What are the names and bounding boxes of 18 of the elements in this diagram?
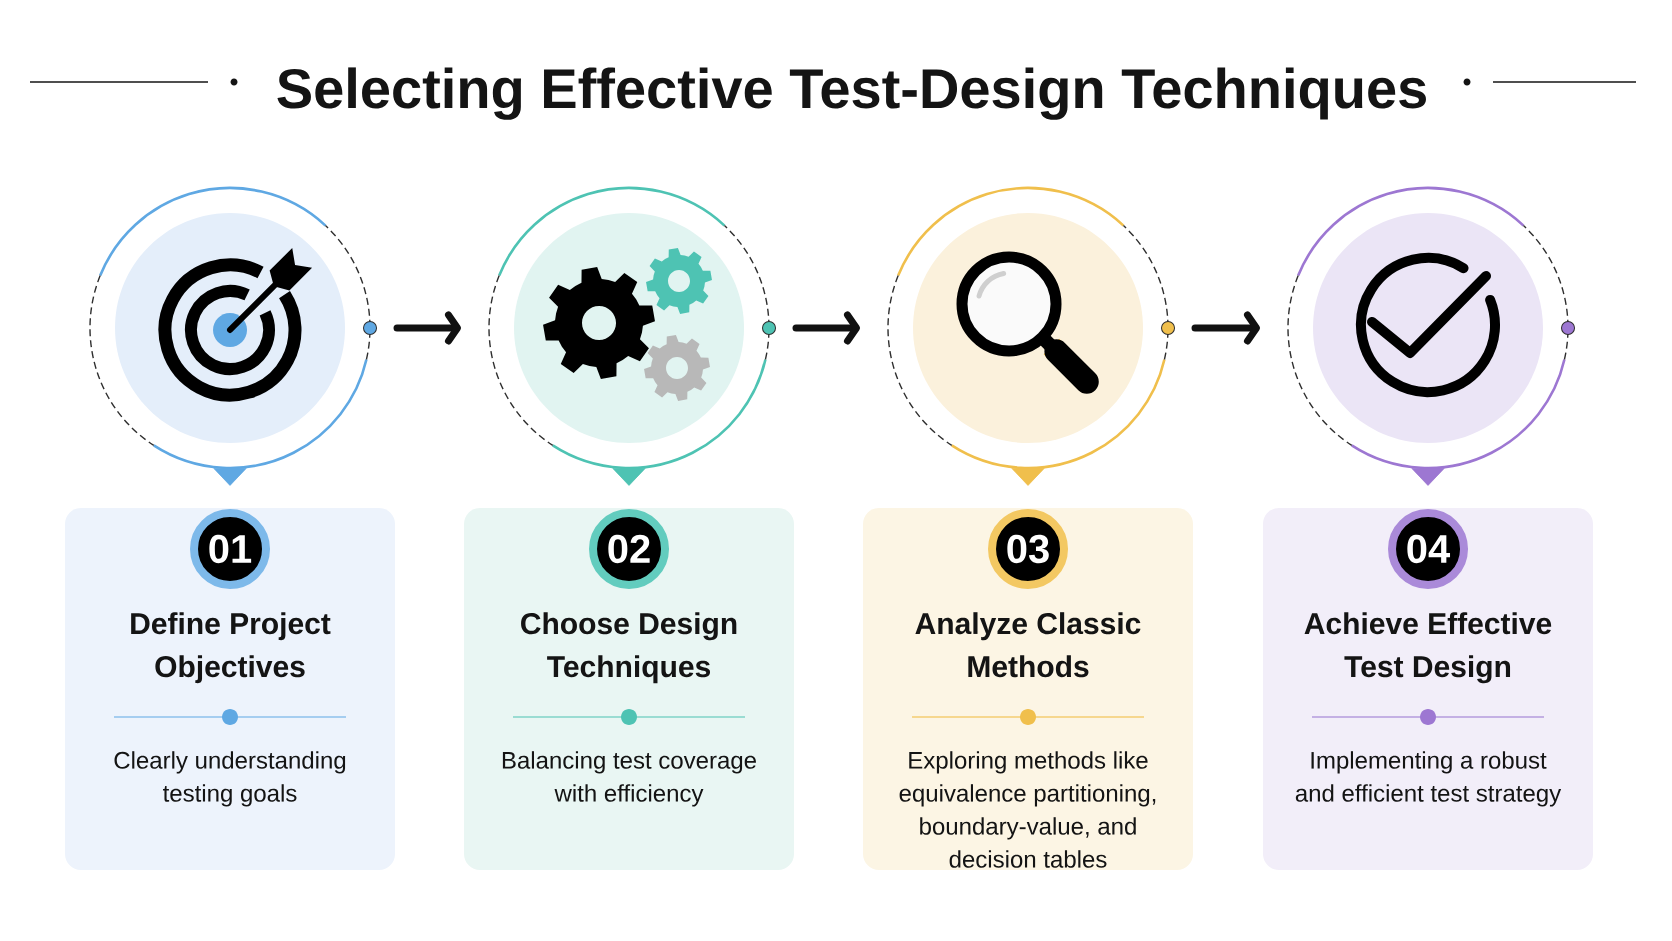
pointer-triangle (1411, 467, 1445, 486)
card-heading: Choose Design Techniques (521, 612, 737, 684)
title: Selecting Effective Test-Design Techniques (277, 67, 1426, 120)
card-text: Clearly understanding testing goals (114, 751, 346, 807)
arrow (792, 311, 860, 345)
card-text: Implementing a robust and efficient test strategy (1295, 751, 1562, 807)
card-heading: Define Project Objectives (131, 612, 331, 684)
icon-circle (1287, 186, 1569, 470)
card-text: Balancing test coverage with efficiency (502, 751, 756, 807)
pointer-triangle (213, 467, 247, 486)
arrow (1191, 311, 1260, 345)
card-heading: Achieve Effective Test Design (1304, 612, 1552, 684)
card-heading: Analyze Classic Methods (915, 612, 1141, 678)
arrow (393, 311, 461, 345)
pointer-triangle (1011, 467, 1045, 486)
icon-circle (89, 186, 371, 470)
pointer-triangle (612, 467, 646, 486)
card-text: Exploring methods like equivalence partitioning, boundary-value, and decision tables (899, 751, 1156, 868)
